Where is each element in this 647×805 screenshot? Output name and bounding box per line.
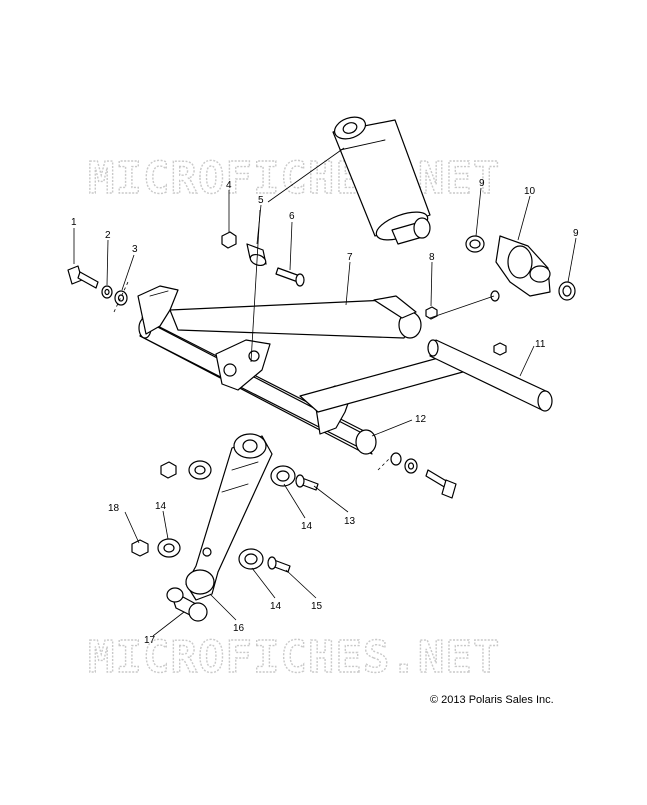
callout-7: 7 xyxy=(347,252,353,263)
a-arm-upper-tube xyxy=(169,295,422,339)
callout-14-b: 14 xyxy=(155,501,167,512)
callout-10: 10 xyxy=(524,186,536,197)
nut-4 xyxy=(221,231,237,249)
link-arm-16 xyxy=(185,433,273,601)
callout-18: 18 xyxy=(108,503,120,514)
bolt-13 xyxy=(295,474,319,491)
nut-top xyxy=(160,461,177,479)
callout-1: 1 xyxy=(71,217,77,228)
copyright-notice: © 2013 Polaris Sales Inc. xyxy=(430,694,554,706)
callout-11: 11 xyxy=(535,339,546,350)
bolt-6 xyxy=(275,267,305,287)
shock-absorber xyxy=(332,116,431,245)
callout-12: 12 xyxy=(415,414,427,425)
callout-3: 3 xyxy=(132,244,138,255)
callout-15: 15 xyxy=(311,601,323,612)
spacer-10 xyxy=(490,235,551,302)
bolt-15 xyxy=(267,556,291,573)
washer-14c xyxy=(238,548,264,570)
washer-12b xyxy=(404,458,418,474)
nut-11 xyxy=(493,342,507,356)
washer-9-left xyxy=(465,235,485,253)
callout-13: 13 xyxy=(344,516,356,527)
callout-8: 8 xyxy=(429,252,435,263)
callout-14-a: 14 xyxy=(301,521,313,532)
callout-16: 16 xyxy=(233,623,245,634)
callout-14-c: 14 xyxy=(270,601,282,612)
callout-9-right: 9 xyxy=(573,228,579,239)
leader-lines xyxy=(73,147,577,637)
washer-14b xyxy=(157,538,181,558)
callout-numbers: 1 2 3 4 5 6 7 8 9 10 9 11 12 13 14 14 14… xyxy=(71,178,579,646)
washer-2 xyxy=(101,285,113,299)
callout-9-left: 9 xyxy=(479,178,485,189)
washer-3 xyxy=(114,290,128,306)
bushing-5 xyxy=(246,243,267,267)
nut-18 xyxy=(131,539,149,557)
bushing-17 xyxy=(166,587,208,622)
callout-2: 2 xyxy=(105,230,111,241)
watermark-top: MICROFICHES.NET xyxy=(88,153,500,204)
watermark-bottom: MICROFICHES.NET xyxy=(88,632,500,683)
callout-5: 5 xyxy=(258,195,264,206)
washer-top xyxy=(188,460,212,480)
callout-17: 17 xyxy=(144,635,156,646)
front-axle-tube xyxy=(427,339,553,412)
bolt-12 xyxy=(425,469,457,499)
washer-9-right xyxy=(558,281,576,301)
callout-6: 6 xyxy=(289,211,295,222)
callout-4: 4 xyxy=(226,180,232,191)
bolt-1 xyxy=(67,265,99,289)
washer-12a xyxy=(390,452,402,466)
washer-14a xyxy=(270,465,296,487)
